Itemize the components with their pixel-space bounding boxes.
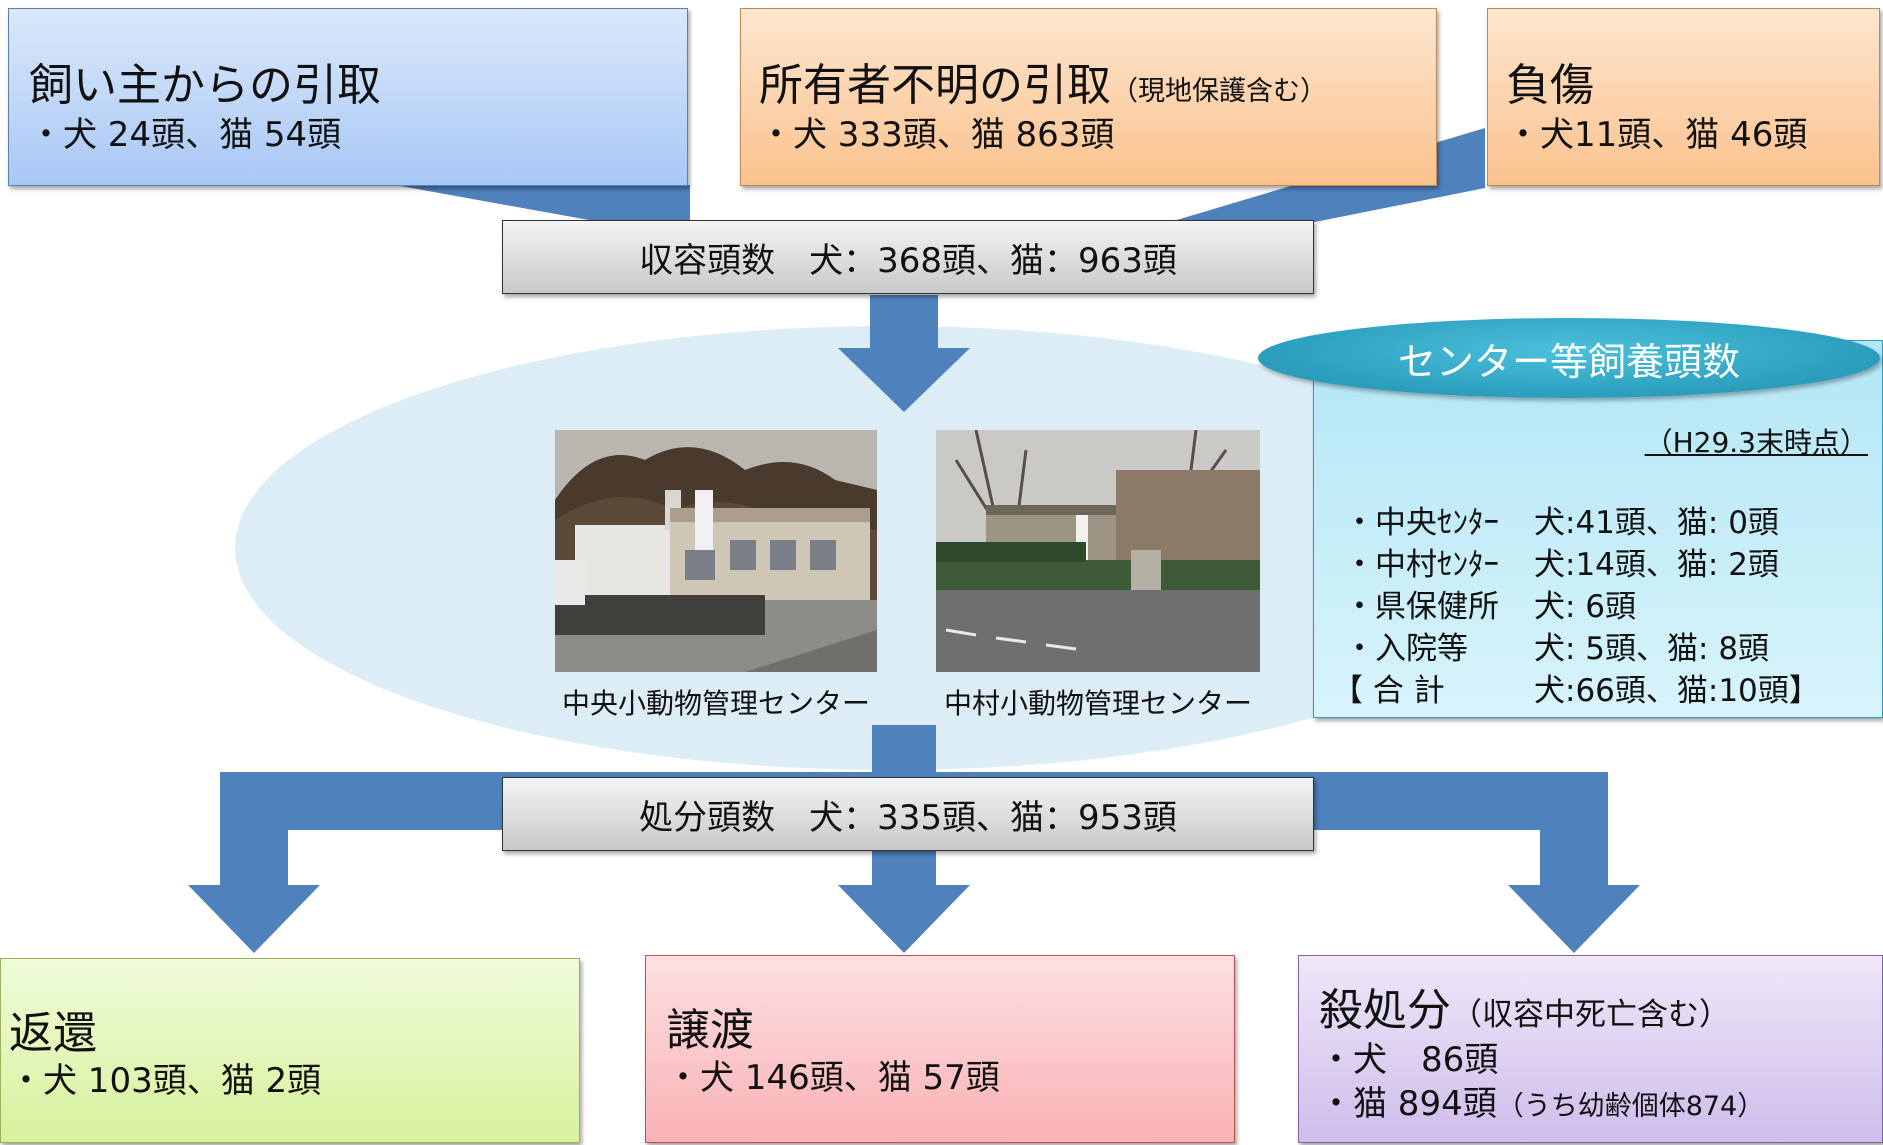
panel-date: （H29.3末時点） xyxy=(1645,421,1868,461)
panel-row-label: ・中央ｾﾝﾀｰ xyxy=(1344,505,1499,541)
box-euthanasia: 殺処分（収容中死亡含む） ・犬 86頭 ・猫 894頭（うち幼齢個体874） xyxy=(1298,955,1883,1143)
panel-row-label: ・中村ｾﾝﾀｰ xyxy=(1344,547,1499,583)
box-transfer: 譲渡 ・犬 146頭、猫 57頭 xyxy=(645,955,1235,1143)
box-euthanasia-line2: ・猫 894頭（うち幼齢個体874） xyxy=(1319,1076,1764,1125)
box-return-line: ・犬 103頭、猫 2頭 xyxy=(9,1061,322,1101)
box-injured-line: ・犬11頭、猫 46頭 xyxy=(1506,115,1808,155)
building-photo-icon xyxy=(555,430,877,672)
photo-chuo-center xyxy=(555,430,877,672)
box-euthanasia-title: 殺処分（収容中死亡含む） xyxy=(1319,974,1730,1038)
holding-panel-title-pill: センター等飼養頭数 xyxy=(1258,318,1880,398)
down-arrow-transfer xyxy=(838,885,970,953)
panel-row-label: ・県保健所 xyxy=(1344,589,1499,625)
box-euthanasia-line2-note: （うち幼齢個体874） xyxy=(1496,1091,1765,1122)
caption-nakamura-center: 中村小動物管理センター xyxy=(943,687,1252,720)
box-unknown-line: ・犬 333頭、猫 863頭 xyxy=(759,115,1115,155)
box-unknown-note: （現地保護含む） xyxy=(1111,76,1327,107)
panel-row-value: 犬:41頭、猫: 0頭 xyxy=(1534,505,1779,541)
disposal-count-bar: 処分頭数 犬：335頭、猫：953頭 xyxy=(502,777,1314,851)
panel-row-value: 犬:66頭、猫:10頭】 xyxy=(1534,673,1820,709)
box-transfer-line: ・犬 146頭、猫 57頭 xyxy=(666,1058,1000,1098)
box-owner-title: 飼い主からの引取 xyxy=(29,60,381,111)
panel-row-value: 犬: 5頭、猫: 8頭 xyxy=(1534,631,1770,667)
box-return-title: 返還 xyxy=(9,1008,97,1059)
box-unknown-title: 所有者不明の引取（現地保護含む） xyxy=(759,49,1327,113)
panel-row-value: 犬: 6頭 xyxy=(1534,589,1637,625)
box-transfer-title: 譲渡 xyxy=(666,1005,754,1056)
panel-row-value: 犬:14頭、猫: 2頭 xyxy=(1534,547,1779,583)
box-euthanasia-note: （収容中死亡含む） xyxy=(1451,997,1730,1033)
caption-chuo-center: 中央小動物管理センター xyxy=(561,687,870,720)
box-owner-surrender: 飼い主からの引取 ・犬 24頭、猫 54頭 xyxy=(8,8,688,186)
holding-panel: （H29.3末時点） ・中央ｾﾝﾀｰ 犬:41頭、猫: 0頭 ・中村ｾﾝﾀｰ 犬… xyxy=(1313,340,1883,718)
box-unknown-title-text: 所有者不明の引取 xyxy=(759,60,1111,111)
building-photo-icon xyxy=(936,430,1260,672)
down-arrow-return xyxy=(188,885,320,953)
box-owner-line: ・犬 24頭、猫 54頭 xyxy=(29,115,342,155)
down-arrow-intake xyxy=(838,295,970,412)
connector-owner xyxy=(395,185,690,222)
box-unknown-owner: 所有者不明の引取（現地保護含む） ・犬 333頭、猫 863頭 xyxy=(740,8,1437,186)
panel-row-label: 【 合 計 xyxy=(1332,673,1445,709)
box-return: 返還 ・犬 103頭、猫 2頭 xyxy=(0,958,580,1143)
box-euthanasia-line2-text: ・猫 894頭 xyxy=(1319,1084,1497,1124)
box-euthanasia-line1: ・犬 86頭 xyxy=(1319,1040,1499,1080)
holding-panel-title: センター等飼養頭数 xyxy=(1397,339,1740,384)
down-arrow-euthanasia xyxy=(1508,885,1640,953)
panel-date-text: （H29.3末時点） xyxy=(1644,426,1868,459)
photo-nakamura-center xyxy=(936,430,1260,672)
panel-row-label: ・入院等 xyxy=(1344,631,1468,667)
box-injured-title: 負傷 xyxy=(1506,60,1594,111)
intake-count-bar: 収容頭数 犬：368頭、猫：963頭 xyxy=(502,220,1314,294)
box-euthanasia-title-text: 殺処分 xyxy=(1319,985,1451,1036)
box-injured: 負傷 ・犬11頭、猫 46頭 xyxy=(1487,8,1880,186)
